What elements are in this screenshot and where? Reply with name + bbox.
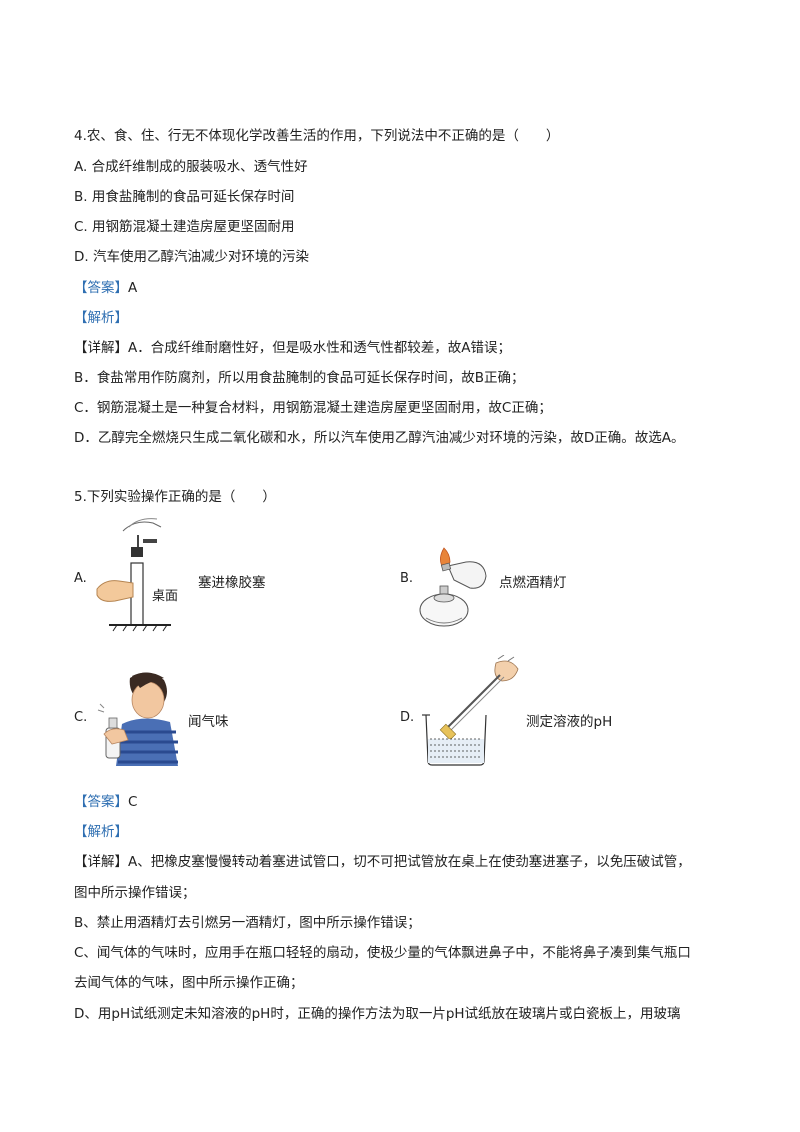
q5-detail-line-4: C、闻气体的气味时，应用手在瓶口轻轻的扇动，使极少量的气体飘进鼻子中，不能将鼻子… (74, 945, 691, 961)
figure-a-inner-label: 桌面 (152, 589, 179, 604)
figure-d-letter: D. (400, 710, 415, 725)
ph-test-figure (422, 655, 519, 766)
q5-detail-line-1: 【详解】A、把橡皮塞慢慢转动着塞进试管口，切不可把试管放在桌上在使劲塞进塞子，以… (74, 854, 691, 870)
q4-answer: 【答案】A (74, 279, 137, 297)
q4-detail-line-3: C．钢筋混凝土是一种复合材料，用钢筋混凝土建造房屋更坚固耐用，故C正确； (74, 400, 552, 416)
q5-detail-line-2: 图中所示操作错误； (74, 885, 196, 901)
figure-d-caption: 测定溶液的pH (526, 714, 613, 730)
q4-option-c: C. 用钢筋混凝土建造房屋更坚固耐用 (74, 219, 295, 235)
q4-detail-line-2: B．食盐常用作防腐剂，所以用食盐腌制的食品可延长保存时间，故B正确； (74, 370, 525, 386)
figure-b-caption: 点燃酒精灯 (499, 575, 567, 591)
smell-gas-figure (97, 672, 178, 766)
q4-option-b: B. 用食盐腌制的食品可延长保存时间 (74, 189, 295, 205)
figure-a-letter: A. (74, 571, 87, 586)
detail-tag: 【详解】 (74, 854, 128, 870)
figure-a-caption: 塞进橡胶塞 (198, 575, 266, 591)
q4-stem: 4.农、食、住、行无不体现化学改善生活的作用，下列说法中不正确的是（ ） (74, 128, 560, 144)
q4-detail-line-4: D．乙醇完全燃烧只生成二氧化碳和水，所以汽车使用乙醇汽油减少对环境的污染，故D正… (74, 430, 685, 446)
q5-detail-line-5: 去闻气体的气味，图中所示操作正确； (74, 975, 304, 991)
q5-stem: 5.下列实验操作正确的是（ ） (74, 489, 276, 505)
q4-option-d: D. 汽车使用乙醇汽油减少对环境的污染 (74, 249, 309, 265)
q4-detail-line-1: 【详解】A．合成纤维耐磨性好，但是吸水性和透气性都较差，故A错误； (74, 340, 511, 356)
answer-value: A (128, 280, 138, 296)
q5-detail-line-6: D、用pH试纸测定未知溶液的pH时，正确的操作方法为取一片pH试纸放在玻璃片或白… (74, 1006, 681, 1022)
q5-answer: 【答案】C (74, 793, 137, 811)
answer-value: C (128, 794, 138, 810)
answer-tag: 【答案】 (74, 794, 128, 810)
figure-c-letter: C. (74, 710, 88, 725)
q5-detail-line-3: B、禁止用酒精灯去引燃另一酒精灯，图中所示操作错误； (74, 915, 421, 931)
detail-tag: 【详解】 (74, 340, 128, 356)
q5-analysis-tag: 【解析】 (74, 824, 128, 840)
figure-b-letter: B. (400, 571, 414, 586)
test-tube-stopper-figure (96, 518, 171, 632)
answer-tag: 【答案】 (74, 280, 128, 296)
q4-analysis-tag: 【解析】 (74, 310, 128, 326)
q4-option-a: A. 合成纤维制成的服装吸水、透气性好 (74, 159, 308, 175)
figure-c-caption: 闻气味 (188, 714, 229, 730)
alcohol-lamp-figure (419, 547, 487, 627)
